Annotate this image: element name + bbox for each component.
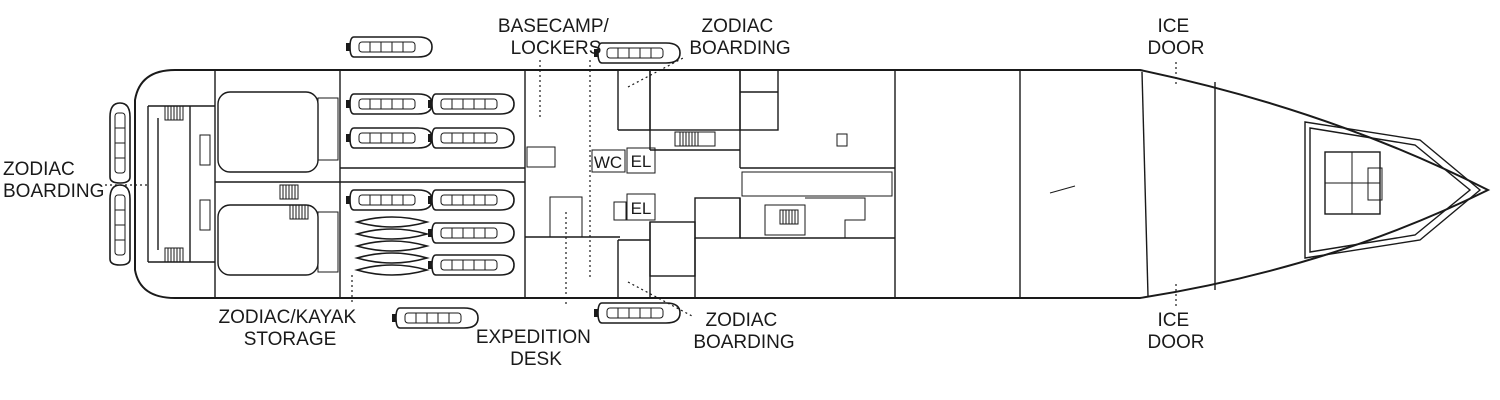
- stairs-icon: [779, 209, 799, 225]
- zodiac-boat-icon: [427, 189, 515, 211]
- ice-door-top-label: ICE DOOR: [1148, 16, 1205, 59]
- aft-rooms: [215, 70, 341, 298]
- zodiac-boat-icon: [345, 127, 433, 149]
- zodiac-boat-icon: [109, 184, 131, 266]
- zodiac-kayak-storage-label: ZODIAC/KAYAK STORAGE: [219, 307, 362, 350]
- zodiac-boat-icon: [345, 189, 433, 211]
- zodiac-boat-icon: [427, 222, 515, 244]
- ice-door-bottom-label: ICE DOOR: [1148, 310, 1205, 353]
- zodiac-boat-icon: [109, 102, 131, 184]
- zodiac-boat-icon: [427, 93, 515, 115]
- stairs-icon: [679, 131, 699, 147]
- zodiac-boarding-left-label: ZODIAC BOARDING: [3, 159, 104, 202]
- zodiac-kayak-storage-area: [340, 70, 526, 298]
- stairs-icon: [164, 105, 184, 121]
- expedition-desk-label: EXPEDITION DESK: [476, 327, 596, 370]
- zodiac-boarding-top-label: ZODIAC BOARDING: [689, 16, 790, 59]
- zodiac-boat-icon: [427, 254, 515, 276]
- stairs-icon: [164, 247, 184, 263]
- leader-line: [627, 281, 693, 317]
- zodiac-boat-icon: [593, 42, 681, 64]
- zodiac-boat-icon: [345, 36, 433, 58]
- stairs-icon: [279, 184, 299, 200]
- elevator-label-lower: EL: [631, 199, 652, 218]
- wc-label: WC: [594, 153, 622, 172]
- basecamp-area: [525, 70, 656, 298]
- stairs-icon: [289, 204, 309, 220]
- zodiac-boarding-bottom-label: ZODIAC BOARDING: [693, 310, 794, 353]
- midship-rooms: [649, 69, 895, 298]
- aft-deck: [147, 70, 216, 298]
- elevator-label-upper: EL: [631, 152, 652, 171]
- zodiac-boat-icon: [593, 302, 681, 324]
- forward-hold: [894, 70, 1482, 298]
- zodiac-boat-icon: [345, 93, 433, 115]
- zodiac-boat-icon: [427, 127, 515, 149]
- basecamp-lockers-label: BASECAMP/ LOCKERS: [498, 16, 614, 59]
- zodiac-boat-icon: [391, 307, 479, 329]
- leader-line: [627, 56, 686, 88]
